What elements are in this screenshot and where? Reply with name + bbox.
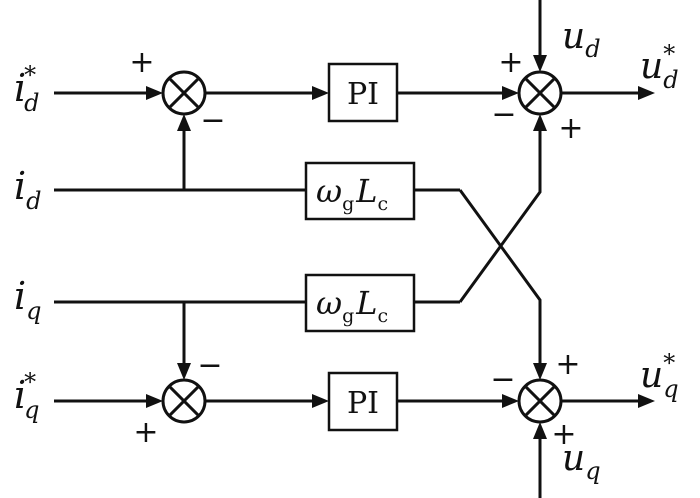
arrowhead — [638, 394, 655, 408]
summing-junction-d-error — [161, 70, 207, 116]
arrowhead — [146, 86, 163, 100]
arrowhead — [533, 422, 547, 439]
arrowhead — [312, 86, 329, 100]
coupling-top-label: ωgLc — [316, 172, 388, 215]
summing-junction-q-output — [517, 378, 563, 424]
arrowhead — [177, 363, 191, 380]
arrowhead — [638, 86, 655, 100]
sign-minus: − — [200, 103, 225, 138]
cross-line-to-d — [458, 127, 542, 303]
pi-controller-q — [327, 371, 399, 432]
ud-label: ud — [562, 16, 601, 63]
arrowhead — [312, 394, 329, 408]
coupling-bottom-label: ωgLc — [316, 284, 388, 327]
pi-controller-d — [327, 62, 399, 123]
sign-plus: + — [129, 45, 154, 80]
arrowhead — [533, 114, 547, 131]
coupling-block-bottom — [304, 273, 416, 333]
sign-minus: − — [490, 362, 515, 397]
iq-label: iq — [14, 274, 42, 325]
iq-ref-label: i*q — [14, 368, 40, 424]
sign-plus: + — [551, 417, 576, 452]
sign-plus: + — [498, 45, 523, 80]
sign-minus: − — [491, 97, 516, 132]
sign-plus: + — [555, 347, 580, 382]
arrowhead — [502, 86, 519, 100]
summing-junction-q-error — [161, 378, 207, 424]
pi-d-label: PI — [347, 77, 379, 112]
arrowhead — [146, 394, 163, 408]
arrowhead — [533, 363, 547, 380]
pi-q-label: PI — [347, 386, 379, 421]
uq-ref-output-label: u*q — [640, 349, 679, 403]
id-ref-label: i*d — [14, 61, 40, 117]
sign-minus: − — [197, 348, 222, 383]
arrowhead — [533, 55, 547, 72]
ud-ref-output-label: u*d — [640, 40, 679, 94]
coupling-block-top — [304, 161, 416, 221]
uq-label: uq — [562, 438, 601, 485]
sign-plus: + — [133, 415, 158, 450]
cross-line-to-q — [458, 189, 542, 367]
sign-plus: + — [558, 111, 583, 146]
id-label: id — [14, 164, 42, 215]
arrowhead — [502, 394, 519, 408]
summing-junction-d-output — [517, 70, 563, 116]
arrowhead — [177, 114, 191, 131]
